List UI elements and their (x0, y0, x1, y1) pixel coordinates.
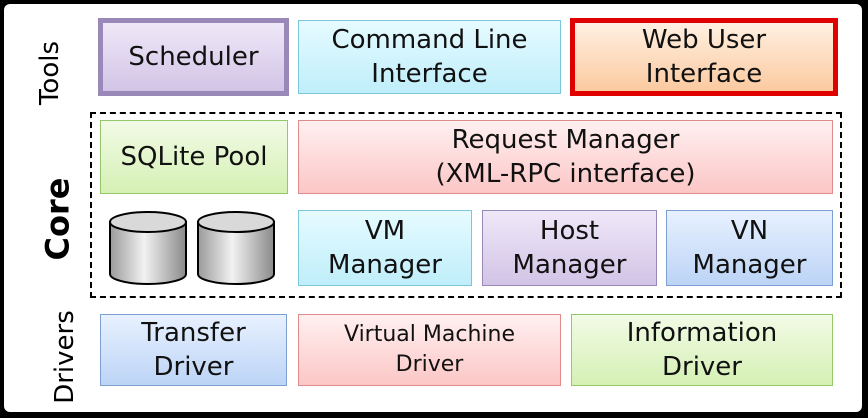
information-driver-label-line1: Information (626, 318, 778, 348)
host-manager-box: Host Manager (482, 210, 657, 286)
host-manager-label-line1: Host (539, 216, 600, 246)
request-manager-box: Request Manager (XML-RPC interface) (298, 120, 833, 194)
cli-label-line1: Command Line (331, 25, 528, 55)
sqlite-pool-box: SQLite Pool (100, 120, 288, 194)
vm-manager-label-line2: Manager (328, 250, 442, 280)
vn-manager-label-line1: VN (730, 216, 769, 246)
host-manager-label-line2: Manager (512, 250, 627, 280)
architecture-diagram: Tools Core Drivers Scheduler Command Lin… (4, 4, 862, 412)
layer-label-drivers: Drivers (18, 310, 80, 404)
layer-label-core: Core (16, 178, 76, 261)
vm-manager-box: VM Manager (298, 210, 472, 286)
database-cylinder-icon (197, 211, 275, 285)
web-user-interface-box: Web User Interface (570, 18, 838, 96)
layer-label-drivers-text: Drivers (49, 310, 80, 404)
layer-label-core-text: Core (38, 177, 77, 261)
vn-manager-box: VN Manager (666, 210, 833, 286)
core-layer-outline (90, 112, 842, 298)
layer-label-tools: Tools (18, 41, 78, 105)
web-ui-label-line1: Web User (641, 25, 767, 55)
command-line-interface-box: Command Line Interface (298, 20, 561, 94)
information-driver-label-line2: Driver (661, 352, 742, 382)
vm-driver-label-line1: Virtual Machine (344, 322, 515, 347)
request-manager-label-line2: (XML-RPC interface) (435, 159, 696, 189)
scheduler-box: Scheduler (98, 18, 289, 96)
transfer-driver-label-line2: Driver (153, 352, 234, 382)
cli-label-line2: Interface (371, 59, 488, 89)
vm-driver-label-line2: Driver (395, 352, 464, 377)
sqlite-pool-label: SQLite Pool (120, 142, 268, 172)
database-cylinder-icon (109, 211, 187, 285)
transfer-driver-box: Transfer Driver (100, 314, 287, 386)
web-ui-label-line2: Interface (645, 59, 763, 89)
scheduler-label: Scheduler (128, 42, 259, 72)
vm-manager-label-line1: VM (364, 216, 406, 246)
transfer-driver-label-line1: Transfer (141, 318, 246, 348)
information-driver-box: Information Driver (571, 314, 833, 386)
vn-manager-label-line2: Manager (692, 250, 807, 280)
request-manager-label-line1: Request Manager (451, 125, 680, 155)
virtual-machine-driver-box: Virtual Machine Driver (298, 314, 561, 386)
layer-label-tools-text: Tools (35, 40, 66, 106)
